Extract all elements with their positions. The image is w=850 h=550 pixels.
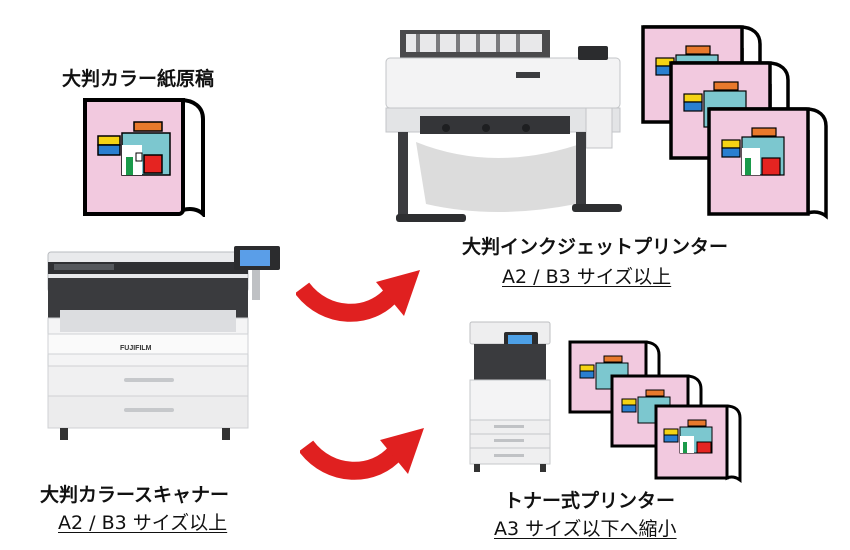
scanner-size-label: A2 / B3 サイズ以上 xyxy=(58,512,228,534)
inkjet-label: 大判インクジェットプリンター xyxy=(462,236,729,258)
original-document-icon xyxy=(82,97,206,217)
inkjet-output-stack xyxy=(636,22,832,222)
arrow-to-toner xyxy=(300,418,430,488)
inkjet-size-label: A2 / B3 サイズ以上 xyxy=(502,266,672,288)
toner-output-stack xyxy=(566,340,742,484)
toner-label: トナー式プリンター xyxy=(504,490,676,512)
scanner-brand-text: FUJIFILM xyxy=(120,345,152,352)
arrow-to-inkjet xyxy=(296,260,426,330)
scanner-label: 大判カラースキャナー xyxy=(40,484,230,506)
original-document-label: 大判カラー紙原稿 xyxy=(62,68,215,90)
scanner-device-image: FUJIFILM xyxy=(40,238,302,448)
toner-printer-image xyxy=(464,318,556,476)
inkjet-printer-image xyxy=(376,24,638,238)
toner-size-label: A3 サイズ以下へ縮小 xyxy=(494,518,677,540)
